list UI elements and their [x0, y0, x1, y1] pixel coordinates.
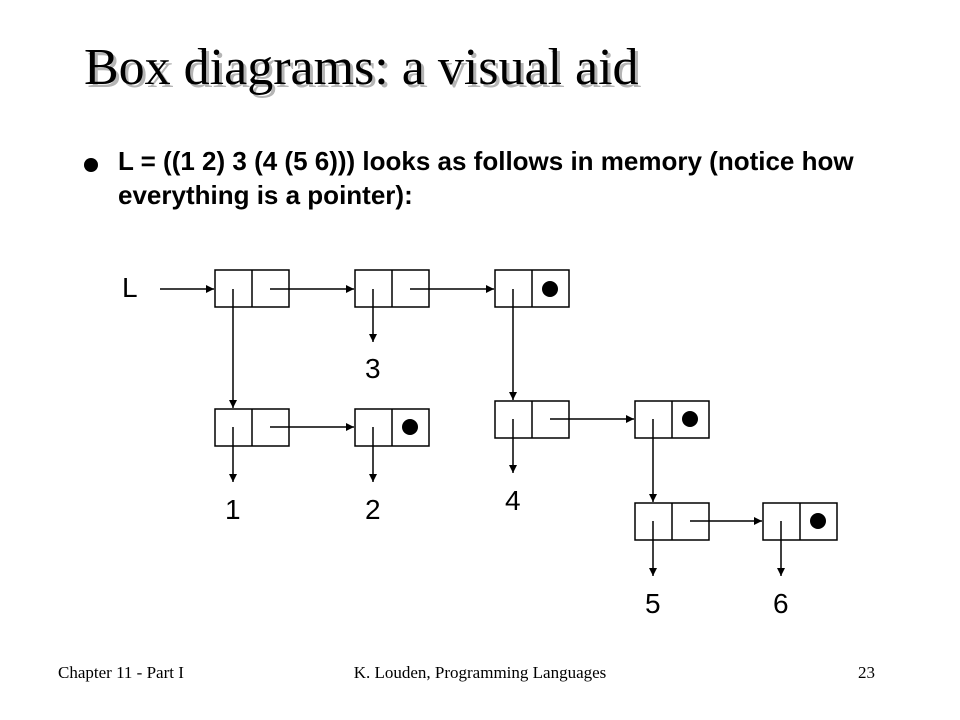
nil-dot	[810, 513, 826, 529]
nil-dot	[682, 411, 698, 427]
atom-5: 5	[645, 588, 661, 619]
nil-dot	[402, 419, 418, 435]
bullet-marker	[84, 158, 98, 172]
page-number: 23	[858, 663, 875, 682]
cons-cell-sub3-2	[762, 502, 838, 541]
slide-title: Box diagrams: a visual aid	[84, 39, 639, 96]
atom-6: 6	[773, 588, 789, 619]
cons-cell-sub1-2	[354, 408, 430, 447]
atom-1: 1	[225, 494, 241, 525]
atom-3: 3	[365, 353, 381, 384]
footer-chapter: Chapter 11 - Part I	[58, 663, 184, 682]
footer-course: K. Louden, Programming Languages	[353, 663, 607, 682]
variable-label-L: L	[122, 272, 138, 303]
bullet-text: L = ((1 2) 3 (4 (5 6))) looks as follows…	[118, 146, 854, 210]
atom-2: 2	[365, 494, 381, 525]
cons-cell-sub2-2	[634, 400, 710, 439]
atom-4: 4	[505, 485, 521, 516]
nil-dot	[542, 281, 558, 297]
cons-cell-top-3	[494, 269, 570, 308]
